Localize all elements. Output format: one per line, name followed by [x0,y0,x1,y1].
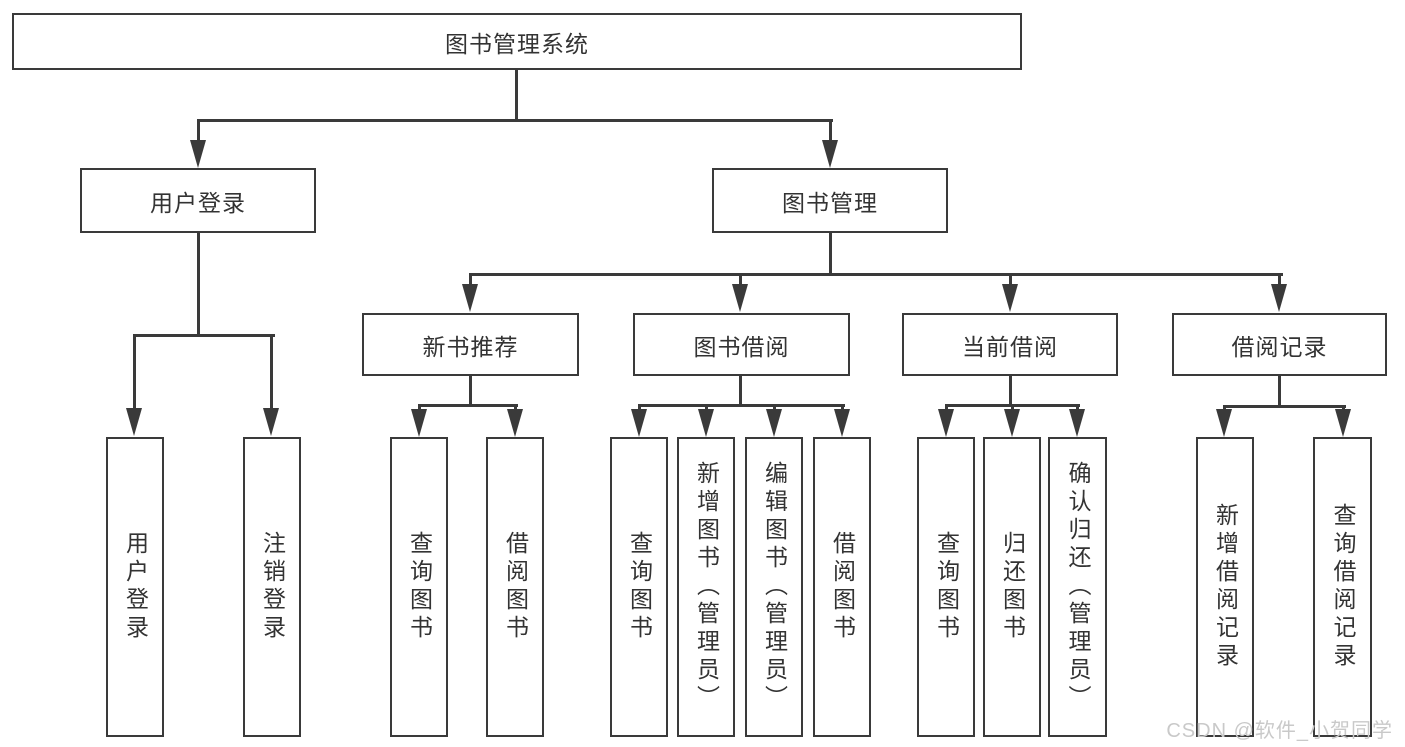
connector-line [515,69,518,121]
leaf-cb-return-books-label: 归还图书 [999,531,1026,643]
node-current-borrow-label: 当前借阅 [962,333,1058,360]
connector-line [270,334,273,412]
connector-line [469,376,472,407]
leaf-user-login: 用户登录 [106,437,164,737]
connector-line [1278,273,1281,287]
connector-line [514,404,517,413]
connector-line [418,404,421,413]
leaf-nbr-borrow-books: 借阅图书 [486,437,544,737]
connector-line [739,376,742,407]
leaf-cb-confirm-return-admin: 确认归还（管理员） [1048,437,1107,737]
connector-line [469,273,472,287]
arrow-down-icon [1002,284,1018,312]
connector-line [638,404,845,407]
arrow-down-icon [1069,409,1085,437]
connector-line [1278,376,1281,408]
connector-line [133,334,275,337]
leaf-bb-borrow-books-label: 借阅图书 [829,531,856,643]
leaf-user-login-label: 用户登录 [122,531,149,643]
connector-line [1011,404,1014,413]
connector-line [638,404,641,413]
leaf-br-add-record-label: 新增借阅记录 [1212,503,1239,671]
leaf-cb-query-books-label: 查询图书 [933,531,960,643]
node-book-borrow: 图书借阅 [633,313,850,376]
connector-line [1009,273,1012,287]
node-book-management-label: 图书管理 [782,189,878,216]
leaf-nbr-query-books: 查询图书 [390,437,448,737]
node-borrow-record: 借阅记录 [1172,313,1387,376]
connector-line [1223,405,1346,408]
connector-line [1076,404,1079,413]
arrow-down-icon [126,408,142,436]
node-user-login: 用户登录 [80,168,316,233]
leaf-cb-return-books: 归还图书 [983,437,1041,737]
arrow-down-icon [732,284,748,312]
csdn-watermark: CSDN @软件_小贺同学 [1166,720,1393,742]
arrow-down-icon [411,409,427,437]
arrow-down-icon [766,409,782,437]
node-new-book-recommend: 新书推荐 [362,313,579,376]
connector-line [133,334,136,412]
connector-line [705,404,708,413]
leaf-logout: 注销登录 [243,437,301,737]
leaf-bb-add-books-admin: 新增图书（管理员） [677,437,735,737]
connector-line [469,273,1283,276]
node-book-borrow-label: 图书借阅 [693,333,790,360]
arrow-down-icon [190,140,206,168]
arrow-down-icon [834,409,850,437]
connector-line [739,273,742,287]
connector-line [773,404,776,413]
arrow-down-icon [822,140,838,168]
connector-line [197,233,200,337]
leaf-br-query-record-label: 查询借阅记录 [1330,503,1356,671]
node-root-label: 图书管理系统 [445,30,589,57]
leaf-br-query-record: 查询借阅记录 [1313,437,1372,737]
arrow-down-icon [1216,409,1232,437]
node-current-borrow: 当前借阅 [902,313,1118,376]
leaf-bb-add-books-admin-label: 新增图书（管理员） [693,461,720,713]
connector-line [829,233,832,276]
leaf-bb-borrow-books: 借阅图书 [813,437,871,737]
leaf-nbr-query-books-label: 查询图书 [406,531,433,643]
connector-line [945,404,948,413]
node-book-management: 图书管理 [712,168,948,233]
connector-line [197,119,833,122]
arrow-down-icon [938,409,954,437]
node-new-book-recommend-label: 新书推荐 [422,333,519,360]
leaf-bb-query-books-label: 查询图书 [626,531,653,643]
leaf-nbr-borrow-books-label: 借阅图书 [502,531,529,643]
leaf-cb-query-books: 查询图书 [917,437,975,737]
connector-line [197,119,200,144]
arrow-down-icon [462,284,478,312]
arrow-down-icon [507,409,523,437]
leaf-bb-edit-books-admin: 编辑图书（管理员） [745,437,803,737]
connector-line [1009,376,1012,407]
connector-line [841,404,844,413]
arrow-down-icon [263,408,279,436]
leaf-logout-label: 注销登录 [259,531,286,643]
connector-line [418,404,518,407]
leaf-br-add-record: 新增借阅记录 [1196,437,1254,737]
arrow-down-icon [1271,284,1287,312]
arrow-down-icon [1335,409,1351,437]
arrow-down-icon [631,409,647,437]
arrow-down-icon [698,409,714,437]
node-borrow-record-label: 借阅记录 [1231,333,1328,360]
arrow-down-icon [1004,409,1020,437]
node-user-login-label: 用户登录 [150,189,246,216]
leaf-bb-edit-books-admin-label: 编辑图书（管理员） [761,461,788,713]
leaf-cb-confirm-return-admin-label: 确认归还（管理员） [1065,461,1091,713]
leaf-bb-query-books: 查询图书 [610,437,668,737]
node-root: 图书管理系统 [12,13,1022,70]
connector-line [829,119,832,144]
